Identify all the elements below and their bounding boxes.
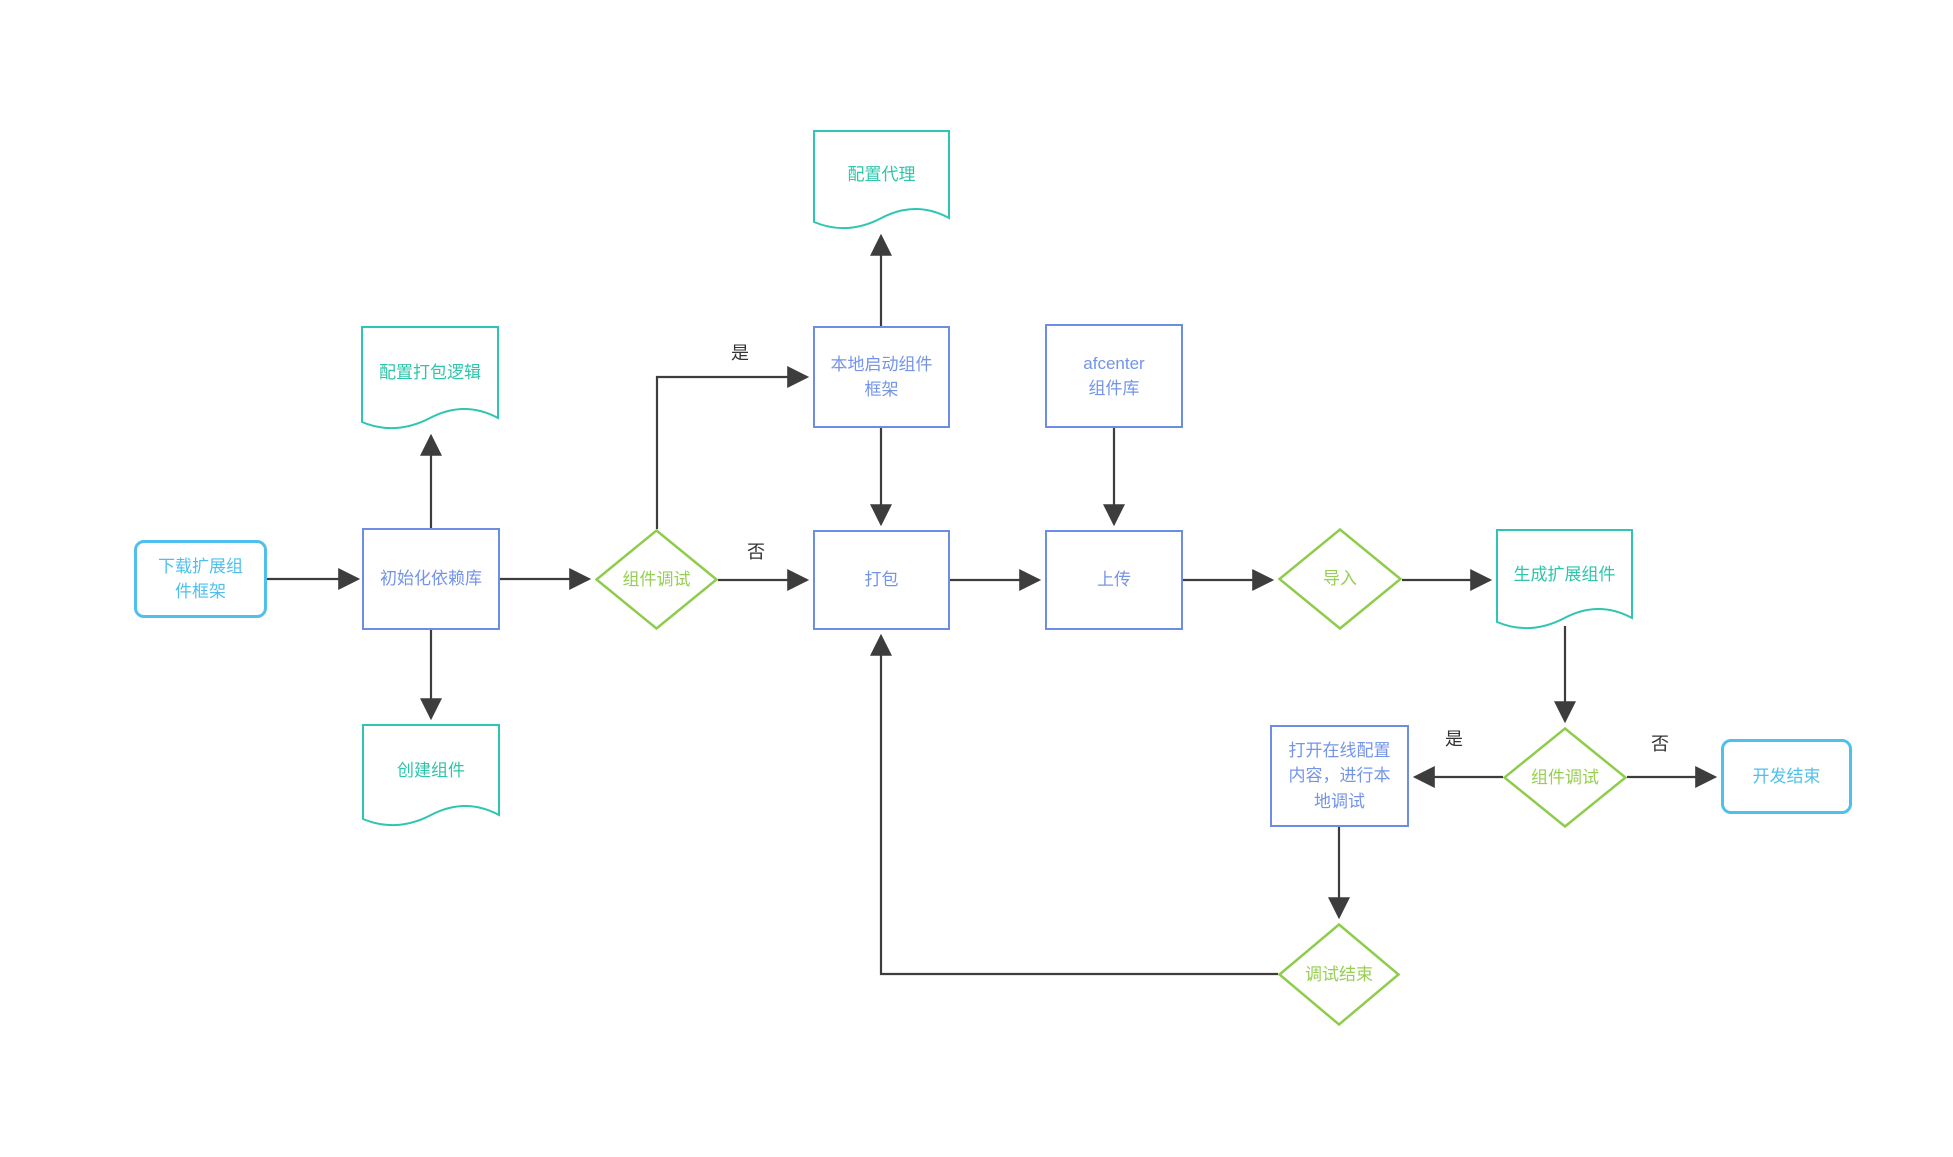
node-upload: 上传: [1045, 530, 1183, 630]
node-afcenter-library: afcenter 组件库: [1045, 324, 1183, 428]
node-create-component-label: 创建组件: [397, 760, 465, 780]
node-component-debug-2-label: 组件调试: [1531, 767, 1599, 787]
node-config-proxy-label: 配置代理: [847, 165, 916, 185]
document-shape: [813, 130, 950, 230]
edge-label-yes-1: 是: [728, 339, 752, 365]
node-open-online-config: 打开在线配置 内容，进行本 地调试: [1270, 725, 1409, 827]
node-upload-label: 上传: [1097, 570, 1131, 590]
node-generate-extension-label: 生成扩展组件: [1513, 564, 1616, 584]
node-open-online-config-label: 打开在线配置 内容，进行本 地调试: [1288, 740, 1391, 811]
edge-debug1-yes-to-local-start: [655, 366, 810, 529]
node-download-framework-label: 下载扩展组 件框架: [158, 556, 243, 602]
node-local-start-framework: 本地启动组件 框架: [813, 326, 950, 428]
node-generate-extension: 生成扩展组件: [1496, 529, 1633, 632]
document-shape: [1496, 529, 1633, 630]
node-download-framework: 下载扩展组 件框架: [134, 540, 267, 618]
node-import: 导入: [1278, 528, 1402, 630]
node-init-deps: 初始化依赖库: [362, 528, 500, 630]
diamond-shape: [1503, 727, 1627, 828]
node-component-debug-2: 组件调试: [1503, 727, 1627, 828]
node-package-label: 打包: [864, 570, 899, 590]
node-afcenter-library-label: afcenter 组件库: [1083, 353, 1145, 399]
edge-debug-end-loop-to-package: [870, 633, 1278, 976]
node-import-label: 导入: [1323, 569, 1357, 589]
node-create-component: 创建组件: [362, 724, 500, 829]
edge-label-yes-2: 是: [1442, 725, 1466, 751]
node-component-debug-1-label: 组件调试: [622, 569, 691, 589]
node-pack-logic: 配置打包逻辑: [361, 326, 499, 432]
node-config-proxy: 配置代理: [813, 130, 950, 232]
node-init-deps-label: 初始化依赖库: [380, 569, 482, 589]
edge-label-no-1: 否: [744, 538, 768, 564]
diamond-shape: [1278, 923, 1400, 1026]
document-shape: [362, 724, 500, 827]
node-dev-end: 开发结束: [1721, 739, 1852, 814]
document-shape: [361, 326, 499, 430]
node-component-debug-1: 组件调试: [595, 529, 718, 630]
diamond-shape: [595, 529, 718, 630]
node-dev-end-label: 开发结束: [1752, 766, 1821, 786]
node-pack-logic-label: 配置打包逻辑: [379, 363, 481, 383]
edge-label-no-2: 否: [1648, 730, 1672, 756]
node-debug-end-label: 调试结束: [1305, 964, 1373, 984]
node-package: 打包: [813, 530, 950, 630]
node-debug-end: 调试结束: [1278, 923, 1400, 1026]
node-local-start-framework-label: 本地启动组件 框架: [830, 354, 933, 400]
diamond-shape: [1278, 528, 1402, 630]
